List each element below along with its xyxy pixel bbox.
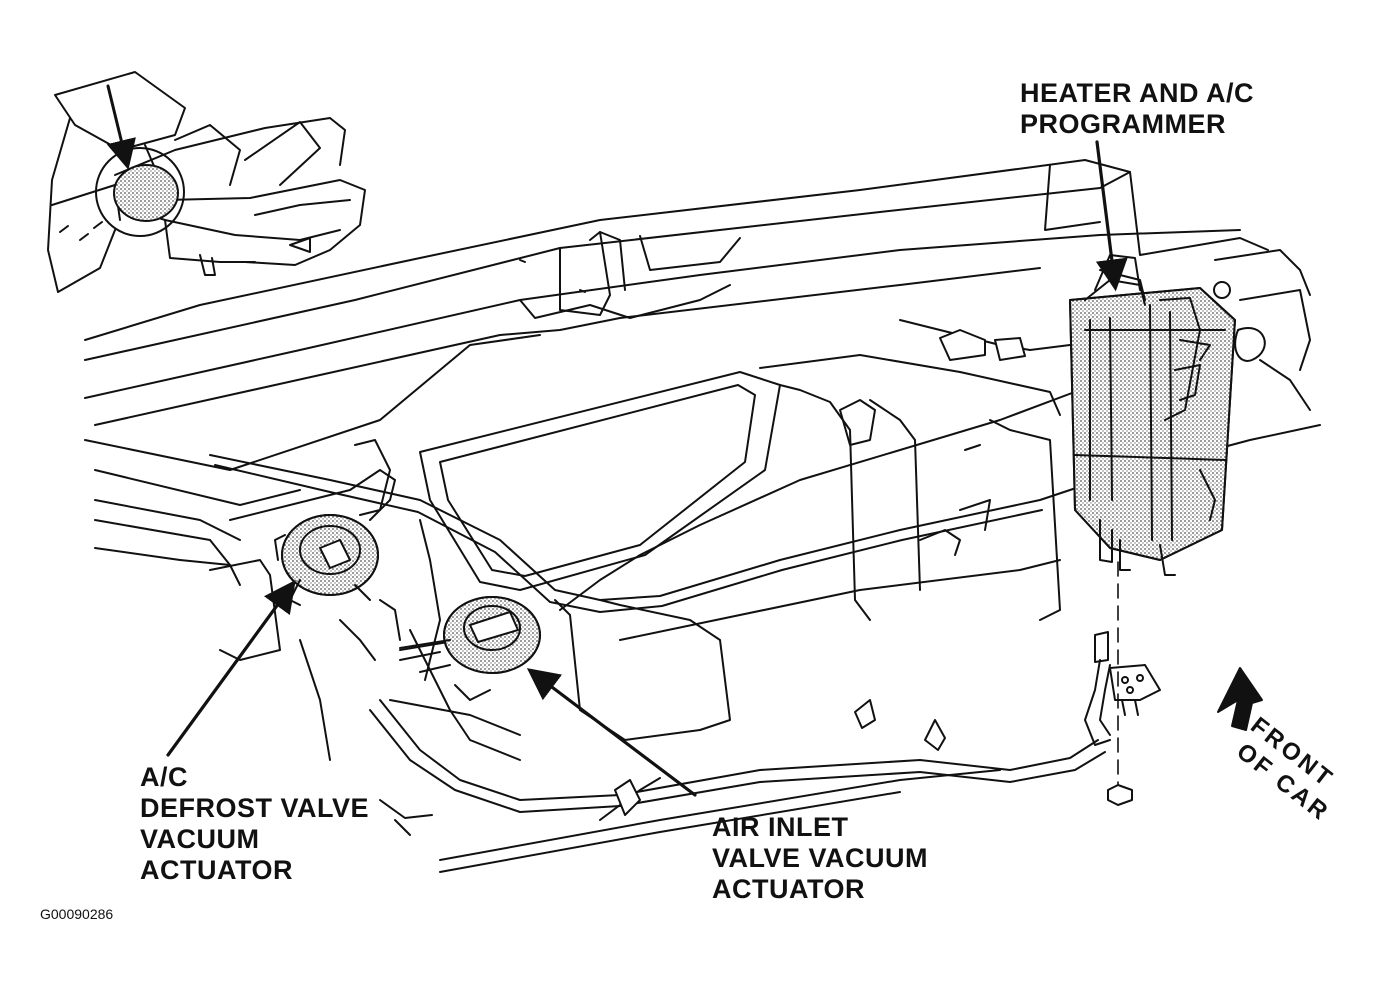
- inlet-label-line-3: ACTUATOR: [712, 874, 865, 904]
- defrost-label-line-2: DEFROST VALVE: [140, 793, 370, 823]
- duct-box: [419, 354, 1061, 741]
- defrost-actuator-callout: A/C DEFROST VALVE VACUUM ACTUATOR: [140, 762, 369, 886]
- inlet-leader-arrow: [526, 668, 697, 797]
- defrost-valve-actuator: [274, 514, 379, 606]
- defrost-label-line-4: ACTUATOR: [140, 855, 293, 885]
- inlet-label-line-1: AIR INLET: [712, 812, 849, 842]
- defrost-label-line-1: A/C: [140, 762, 188, 792]
- programmer-label-line-1: HEATER AND A/C: [1020, 78, 1254, 108]
- defrost-label-line-3: VACUUM: [140, 824, 260, 854]
- inlet-label-line-2: VALVE VACUUM: [712, 843, 929, 873]
- cables: [209, 389, 1321, 873]
- programmer-label-line-2: PROGRAMMER: [1020, 109, 1226, 139]
- figure-id: G00090286: [40, 906, 114, 922]
- inlet-actuator-callout: AIR INLET VALVE VACUUM ACTUATOR: [712, 812, 928, 905]
- vehicle-locator-inset: [47, 71, 366, 293]
- programmer-leader-arrow: [1095, 140, 1128, 292]
- air-inlet-valve-actuator: [399, 596, 541, 701]
- cowl-panels: [84, 159, 1269, 566]
- front-of-car-arrow-icon: [1217, 667, 1263, 731]
- vacuum-fitting: [1084, 561, 1161, 806]
- defrost-leader-arrow: [166, 579, 296, 757]
- programmer-callout: HEATER AND A/C PROGRAMMER: [1020, 78, 1254, 140]
